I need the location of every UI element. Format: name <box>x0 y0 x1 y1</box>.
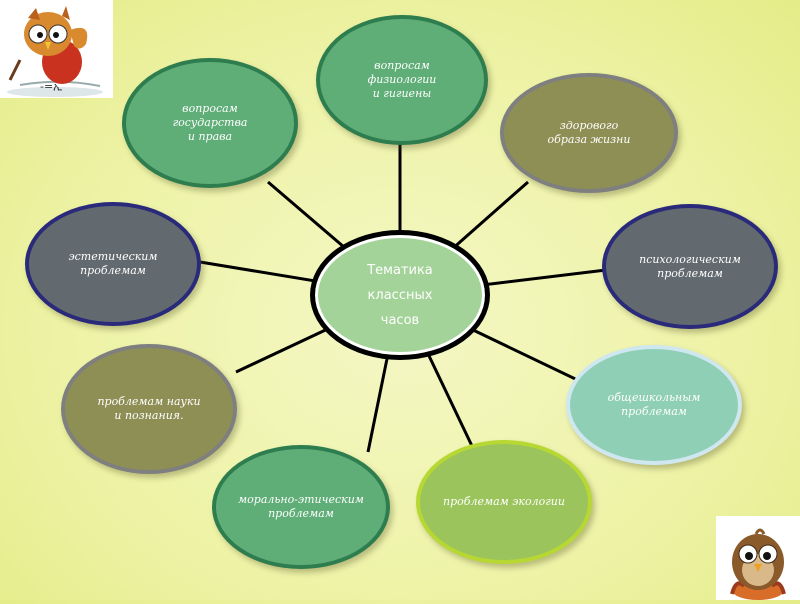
central-topic: Тематика классных часов <box>310 230 490 360</box>
topic-school-label: общешкольным проблемам <box>594 391 715 419</box>
topic-science: проблемам науки и познания. <box>61 344 237 474</box>
topic-state-law-label: вопросам государства и права <box>159 102 262 144</box>
topic-physiology: вопросам физиологии и гигиены <box>316 15 488 145</box>
central-topic-label: Тематика классных часов <box>367 258 433 333</box>
topic-ecology: проблемам экологии <box>416 440 592 564</box>
topic-psychology: психологическим проблемам <box>602 204 778 329</box>
topic-state-law: вопросам государства и права <box>122 58 298 188</box>
topic-healthy-life: здорового образа жизни <box>500 73 678 193</box>
topic-science-label: проблемам науки и познания. <box>83 395 214 423</box>
topic-ecology-label: проблемам экологии <box>429 495 579 509</box>
topic-moral-label: морально-этическим проблемам <box>224 493 378 521</box>
topic-aesthetic-label: эстетическим проблемам <box>54 250 171 278</box>
topic-aesthetic: эстетическим проблемам <box>25 202 201 326</box>
topic-healthy-life-label: здорового образа жизни <box>534 119 645 147</box>
owl-character-image: -=ኢ <box>0 0 113 98</box>
owl-icon: -=ኢ <box>0 0 113 98</box>
topic-school: общешкольным проблемам <box>566 345 742 465</box>
svg-text:-=ኢ: -=ኢ <box>40 80 62 93</box>
bird-icon <box>716 516 800 600</box>
topic-psychology-label: психологическим проблемам <box>625 253 755 281</box>
topic-moral: морально-этическим проблемам <box>212 445 390 569</box>
bird-character-image <box>716 516 800 600</box>
topic-physiology-label: вопросам физиологии и гигиены <box>354 59 451 101</box>
